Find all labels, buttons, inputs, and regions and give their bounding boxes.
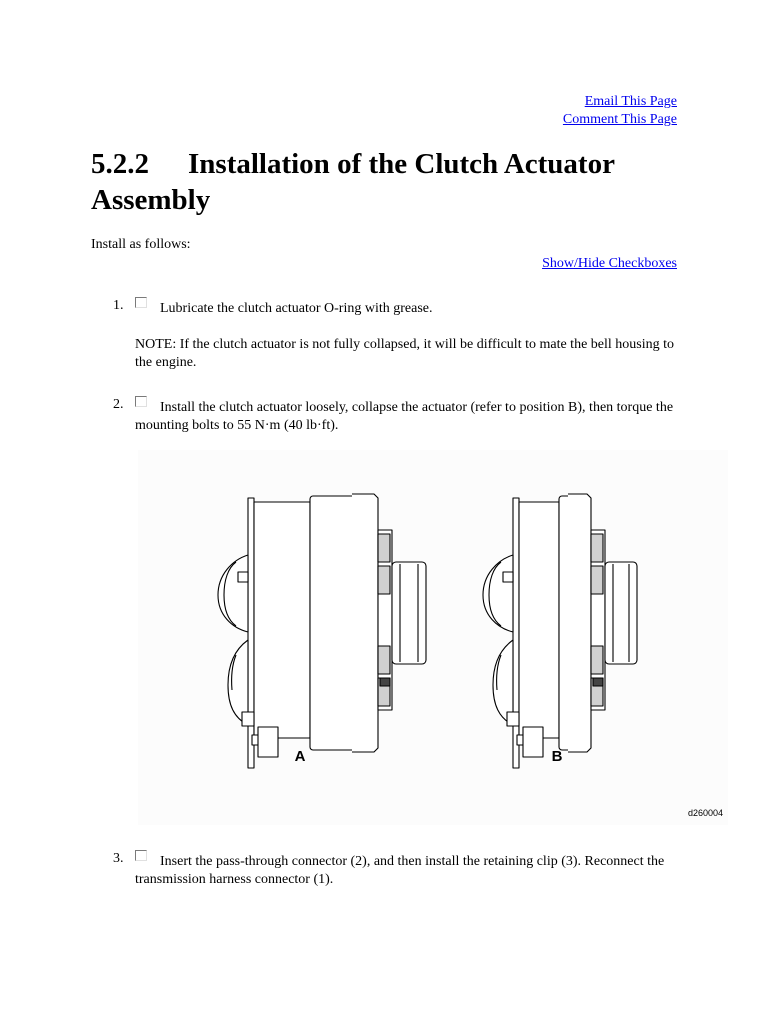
step-number: 1. [113, 298, 124, 313]
email-page-link[interactable]: Email This Page [584, 94, 677, 109]
comment-page-link[interactable]: Comment This Page [562, 112, 677, 127]
show-hide-checkboxes-link[interactable]: Show/Hide Checkboxes [542, 256, 677, 271]
page-actions: Email This Page Comment This Page [563, 93, 677, 129]
step-note: NOTE: If the clutch actuator is not full… [135, 337, 675, 370]
step-text: Lubricate the clutch actuator O-ring wit… [160, 301, 433, 316]
clutch-actuator-diagram: A B d260004 [138, 450, 728, 825]
actuator-position-a [217, 493, 427, 769]
step-number: 2. [113, 397, 124, 412]
step-body: Insert the pass-through connector (2), a… [135, 850, 680, 889]
checkbox-icon[interactable] [135, 850, 147, 861]
step-text: Install the clutch actuator loosely, col… [135, 400, 674, 433]
checkbox-icon[interactable] [135, 396, 147, 407]
position-b-label: B [552, 748, 563, 765]
section-number: 5.2.2 [91, 148, 149, 180]
section-title: Installation of the Clutch Actuator Asse… [91, 148, 615, 216]
clutch-actuator-figure: A B d260004 [138, 450, 728, 825]
checkbox-icon[interactable] [135, 297, 147, 308]
step-number: 3. [113, 851, 124, 866]
intro-text: Install as follows: [91, 237, 191, 252]
step-text: Insert the pass-through connector (2), a… [135, 854, 665, 887]
step-body: Lubricate the clutch actuator O-ring wit… [135, 297, 680, 372]
actuator-position-b [482, 493, 638, 769]
position-a-label: A [295, 748, 306, 765]
drawing-id-label: d260004 [688, 808, 723, 818]
step-body: Install the clutch actuator loosely, col… [135, 396, 680, 435]
